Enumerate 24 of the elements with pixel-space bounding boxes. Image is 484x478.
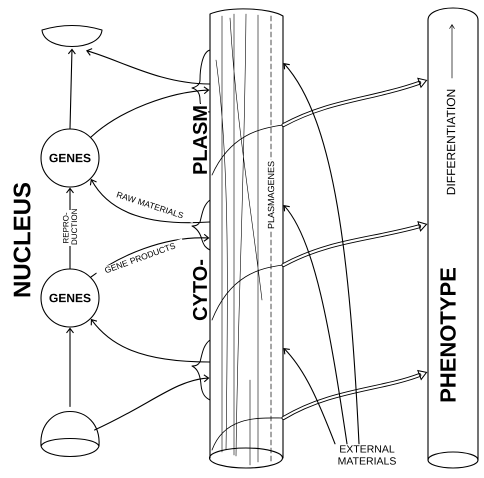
vertical-label: PLASM [192,104,208,176]
arrow [66,328,74,407]
text-label: EXTERNAL MATERIALS [338,445,396,465]
vertical-label: DIFFERENTIATION [446,90,456,194]
arrow [90,234,210,278]
arrow [284,63,360,444]
vertical-label: PLASMAGENES [266,160,276,230]
arrow [282,220,428,267]
bowl [41,24,103,48]
arrow [90,318,210,363]
arrow [284,205,348,444]
arrow [94,374,210,431]
vertical-label: PHENOTYPE [440,268,456,402]
arrow [282,78,428,127]
arrow [86,48,210,85]
dome [40,410,100,458]
arrow [284,348,336,444]
arrow [68,48,76,129]
edge-label: REPRO- DUCTION [62,209,78,246]
arrow [90,86,210,138]
vertical-label: CYTO- [192,258,208,322]
arrow [282,370,428,420]
arrow [90,178,210,224]
vertical-label: NUCLEUS [12,181,32,299]
